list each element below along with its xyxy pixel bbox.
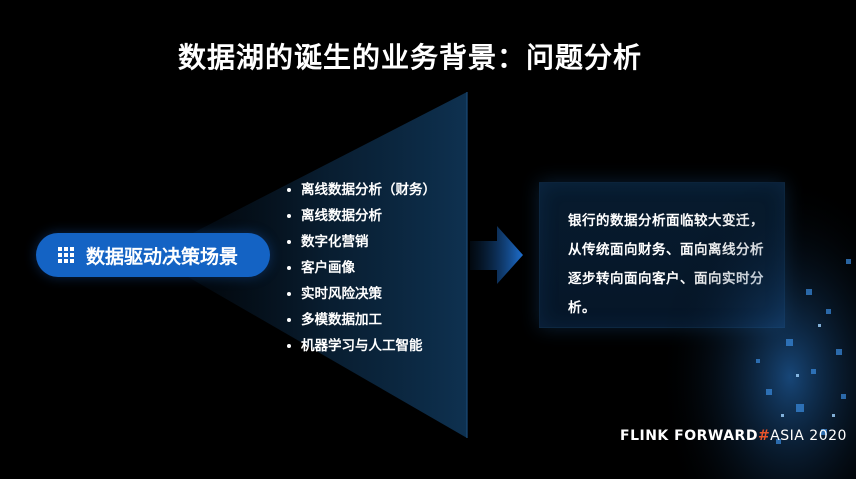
decision-scenario-pill: 数据驱动决策场景: [36, 233, 270, 277]
slide-title: 数据湖的诞生的业务背景：问题分析: [177, 41, 642, 74]
grid-icon: [58, 247, 74, 263]
list-item: 客户画像: [287, 255, 436, 281]
list-item: 数字化营销: [287, 229, 436, 255]
pill-label: 数据驱动决策场景: [86, 245, 239, 268]
list-item: 离线数据分析（财务）: [287, 177, 436, 203]
list-item: 实时风险决策: [287, 281, 436, 307]
list-item: 多模数据加工: [287, 307, 436, 333]
background-decoration: [636, 139, 856, 479]
right-arrow-icon: [470, 226, 523, 284]
list-item: 离线数据分析: [287, 203, 436, 229]
flink-forward-logo: FLINK FORWARD#ASIA 2020: [620, 428, 847, 444]
scenario-list: 离线数据分析（财务） 离线数据分析 数字化营销 客户画像 实时风险决策 多模数据…: [287, 177, 436, 359]
list-item: 机器学习与人工智能: [287, 333, 436, 359]
